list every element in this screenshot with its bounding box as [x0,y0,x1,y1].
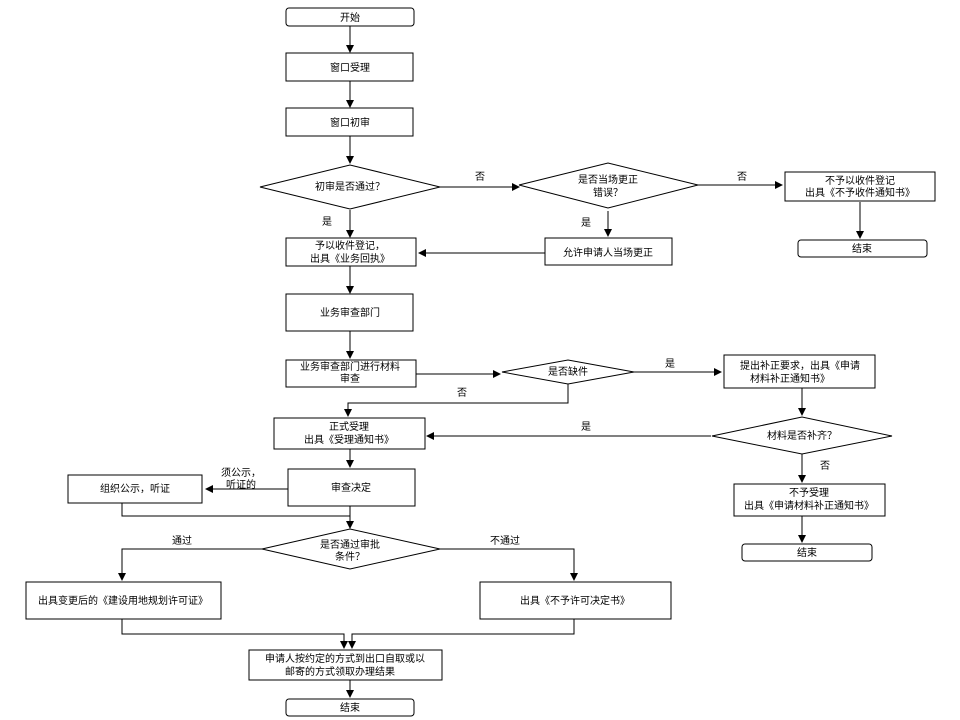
dept-label: 业务审查部门 [320,306,380,319]
reject-registration-label-1: 不予以收件登记 [825,174,895,187]
edge-label-notice-2: 听证的 [226,478,256,491]
dept-review-box [285,359,417,388]
reject-registration-box [784,171,936,202]
docs-complete-diamond [711,416,893,455]
edge-notice-merge [121,503,350,517]
edge-labels: 否 否 是 是 是 否 是 否 须公示， 听证的 通过 不通过 [172,171,830,547]
issue-permit-label: 出具变更后的《建设用地规划许可证》 [38,594,208,607]
approval-diamond [261,528,441,570]
window-review-label: 窗口初审 [330,116,370,129]
dept-box [285,293,414,332]
public-notice-box [67,474,203,504]
accept-registration-box [285,237,417,267]
edge-label-fail: 不通过 [490,534,520,547]
edge-label-no-1: 否 [475,171,485,183]
edge-permit-collect [121,619,348,649]
decision-box [287,468,416,507]
edge-label-pass: 通过 [172,534,192,547]
formal-accept-label-1: 正式受理 [329,420,369,433]
boxes [25,7,936,717]
approval-label-2: 条件？ [335,550,365,563]
edge-reject-collect [348,619,575,649]
allow-fix-label: 允许申请人当场更正 [563,246,653,259]
review-passed-label: 初审是否通过？ [315,180,385,193]
dept-review-label-1: 业务审查部门进行材料 [300,360,400,373]
accept-registration-label-1: 予以收件登记， [315,239,385,252]
reject-registration-label-2: 出具《不予收件通知书》 [805,186,915,199]
edge-label-yes-3: 是 [665,358,675,370]
connectors [118,26,864,698]
not-accept-box [733,483,886,517]
review-passed-diamond [259,164,441,210]
window-accept-label: 窗口受理 [330,61,370,74]
collect-label-1: 申请人按约定的方式到出口自取或以 [265,652,425,665]
formal-accept-label-2: 出具《受理通知书》 [304,433,394,446]
start-label: 开始 [340,11,360,24]
missing-docs-label: 是否缺件 [548,365,588,378]
request-docs-box [723,354,876,389]
fix-on-site-diamond [518,162,699,209]
fix-on-site-label-2: 错误？ [593,186,623,199]
edge-label-no-4: 否 [820,460,830,472]
end-top-right-terminal [797,239,928,258]
issue-reject-box [479,581,672,620]
end-bottom-label: 结束 [340,701,360,714]
decision-label: 审查决定 [331,481,371,494]
start-terminal [285,7,415,27]
dept-review-label-2: 审查 [340,372,360,385]
edge-pass [118,548,262,581]
end-bottom-terminal [285,698,415,717]
edge-fail [440,548,578,581]
edge-label-no-3: 否 [457,387,467,399]
edge-label-yes-4: 是 [581,421,591,433]
end-top-right-label: 结束 [852,242,872,255]
formal-accept-box [273,417,426,450]
public-notice-label: 组织公示，听证 [100,482,170,495]
end-mid-right-terminal [741,543,873,562]
approval-label-1: 是否通过审批 [320,538,380,551]
collect-box [248,649,443,681]
edge-label-yes-2: 是 [581,217,591,229]
edge-label-yes-1: 是 [322,216,332,228]
collect-label-2: 邮寄的方式领取办理结果 [285,665,395,678]
window-accept-box [285,52,414,82]
request-docs-label-2: 材料补正通知书》 [750,372,830,385]
issue-reject-label: 出具《不予许可决定书》 [520,594,630,607]
end-mid-right-label: 结束 [797,546,817,559]
edge-label-no-2: 否 [737,171,747,183]
fix-on-site-label-1: 是否当场更正 [578,173,638,186]
edge-label-notice-1: 须公示， [221,467,261,479]
node-texts: 开始 窗口受理 窗口初审 初审是否通过？ 是否当场更正 错误？ 不予以收件登记 … [38,11,915,714]
edge-no-formal [344,384,569,417]
not-accept-label-2: 出具《申请材料补正通知书》 [744,499,874,512]
missing-docs-diamond [501,359,635,385]
issue-permit-box [25,581,222,620]
accept-registration-label-2: 出具《业务回执》 [310,252,390,265]
not-accept-label-1: 不予受理 [789,487,829,499]
window-review-box [285,107,414,137]
request-docs-label-1: 提出补正要求，出具《申请 [740,359,860,372]
allow-fix-box [544,237,673,266]
docs-complete-label: 材料是否补齐？ [767,429,837,442]
